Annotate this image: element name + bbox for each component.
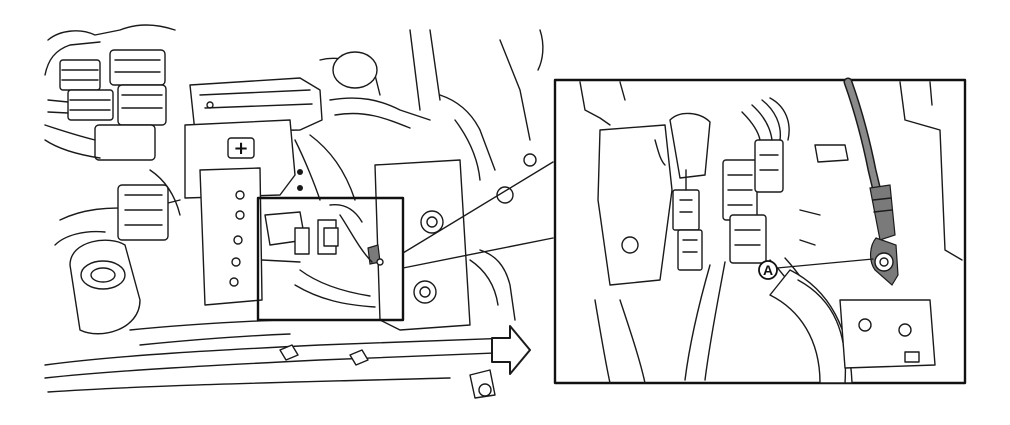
zoom-source-box	[256, 196, 405, 322]
connector-center	[722, 97, 790, 264]
forward-arrow-icon	[491, 325, 531, 375]
zoom-connector-top	[402, 161, 554, 254]
ground-cable	[843, 77, 899, 286]
detail-view: A	[553, 77, 967, 385]
connector-left	[672, 169, 703, 271]
intake-body	[199, 167, 263, 306]
overview-view: +	[44, 24, 544, 399]
brake-actuator-plate	[297, 159, 471, 331]
callout-a-label: A	[763, 262, 773, 278]
battery-plus-symbol: +	[233, 138, 248, 159]
zoom-connector-bottom	[402, 237, 554, 269]
air-cleaner	[54, 184, 181, 335]
relay-cluster	[44, 49, 167, 161]
callout-a: A	[758, 258, 874, 280]
